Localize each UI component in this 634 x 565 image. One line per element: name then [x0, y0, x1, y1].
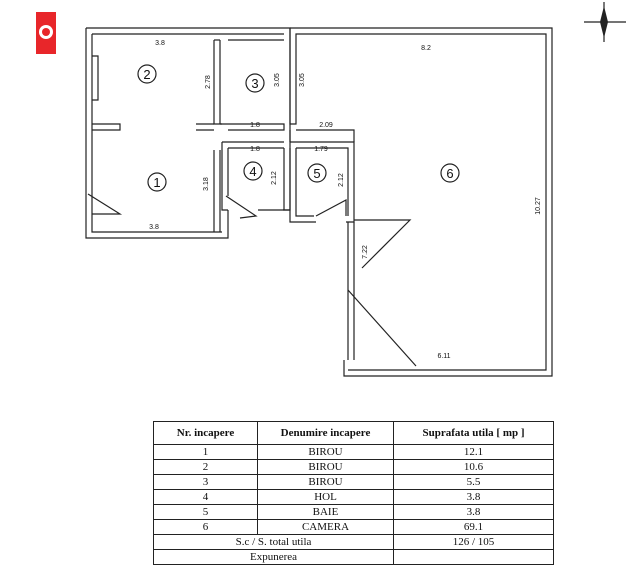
table-total-row: S.c / S. total utila 126 / 105 [153, 534, 554, 550]
room-number-4: 4 [249, 164, 256, 179]
cell-area: 10.6 [393, 459, 554, 475]
room-number-6: 6 [446, 166, 453, 181]
rooms-table: Nr. incapere Denumire incapere Suprafata… [153, 421, 554, 565]
north-arrow-icon [584, 2, 626, 42]
dim-room3-height: 3.05 [274, 73, 281, 87]
cut-row-label: Expunerea [153, 549, 394, 565]
dim-room1-bottom: 3.8 [149, 224, 159, 231]
table-cut-row: Expunerea [153, 549, 554, 565]
wall-outer-left [86, 27, 291, 211]
room-marker-5: 5 [307, 163, 327, 183]
cell-name: BIROU [257, 474, 394, 490]
dim-room1-height: 3.18 [203, 177, 210, 191]
cell-number: 4 [153, 489, 258, 505]
dimension-labels: 3.8 2.78 3.18 3.8 3.05 1.8 1.8 2.12 3.05… [149, 40, 542, 360]
total-label: S.c / S. total utila [153, 534, 394, 550]
floor-plan: 2 1 3 4 5 6 3.8 2.78 3.18 3.8 3.05 1.8 1… [85, 27, 553, 377]
dim-corridor-bottom: 2.09 [319, 122, 333, 129]
cell-name: BAIE [257, 504, 394, 520]
logo [36, 12, 56, 54]
header-room-name: Denumire incapere [257, 421, 394, 445]
cell-name: BIROU [257, 444, 394, 460]
room-marker-3: 3 [245, 73, 265, 93]
room-marker-4: 4 [243, 161, 263, 181]
table-row: 3 BIROU 5.5 [153, 474, 554, 490]
table-row: 6 CAMERA 69.1 [153, 519, 554, 535]
dim-room4-top: 1.8 [250, 146, 260, 153]
cell-area: 5.5 [393, 474, 554, 490]
dim-room6-bottom: 6.11 [437, 353, 450, 360]
cell-area: 3.8 [393, 504, 554, 520]
table-header-row: Nr. incapere Denumire incapere Suprafata… [153, 421, 554, 445]
dim-room3-bottom: 1.8 [250, 122, 260, 129]
cell-number: 2 [153, 459, 258, 475]
room-number-3: 3 [251, 76, 258, 91]
room-marker-1: 1 [147, 172, 167, 192]
cell-area: 69.1 [393, 519, 554, 535]
cell-name: HOL [257, 489, 394, 505]
table-row: 4 HOL 3.8 [153, 489, 554, 505]
dim-room6-top: 8.2 [421, 45, 431, 52]
cell-number: 1 [153, 444, 258, 460]
cell-area: 3.8 [393, 489, 554, 505]
cell-number: 5 [153, 504, 258, 520]
room-number-1: 1 [153, 175, 160, 190]
table-row: 2 BIROU 10.6 [153, 459, 554, 475]
logo-ring-icon [39, 25, 53, 39]
dim-room4-height: 2.12 [271, 171, 278, 185]
total-value: 126 / 105 [393, 534, 554, 550]
header-room-number: Nr. incapere [153, 421, 258, 445]
room-number-2: 2 [143, 67, 150, 82]
dim-corridor-height: 3.05 [299, 73, 306, 87]
dim-room5-top: 1.79 [314, 146, 328, 153]
cell-number: 3 [153, 474, 258, 490]
dim-room6-height: 10.27 [535, 197, 542, 215]
cut-row-empty [393, 549, 554, 565]
dim-room2-height: 2.78 [205, 75, 212, 89]
cell-name: BIROU [257, 459, 394, 475]
cell-area: 12.1 [393, 444, 554, 460]
room-marker-2: 2 [137, 64, 157, 84]
dim-room6-left-height: 7.22 [362, 245, 369, 259]
dim-room5-height: 2.12 [338, 173, 345, 187]
cell-name: CAMERA [257, 519, 394, 535]
room-number-5: 5 [313, 166, 320, 181]
cell-number: 6 [153, 519, 258, 535]
table-row: 5 BAIE 3.8 [153, 504, 554, 520]
room-marker-6: 6 [440, 163, 460, 183]
room-numbers: 2 1 3 4 5 6 [137, 64, 460, 192]
table-row: 1 BIROU 12.1 [153, 444, 554, 460]
dim-room2-top: 3.8 [155, 40, 165, 47]
header-usable-area: Suprafata utila [ mp ] [393, 421, 554, 445]
